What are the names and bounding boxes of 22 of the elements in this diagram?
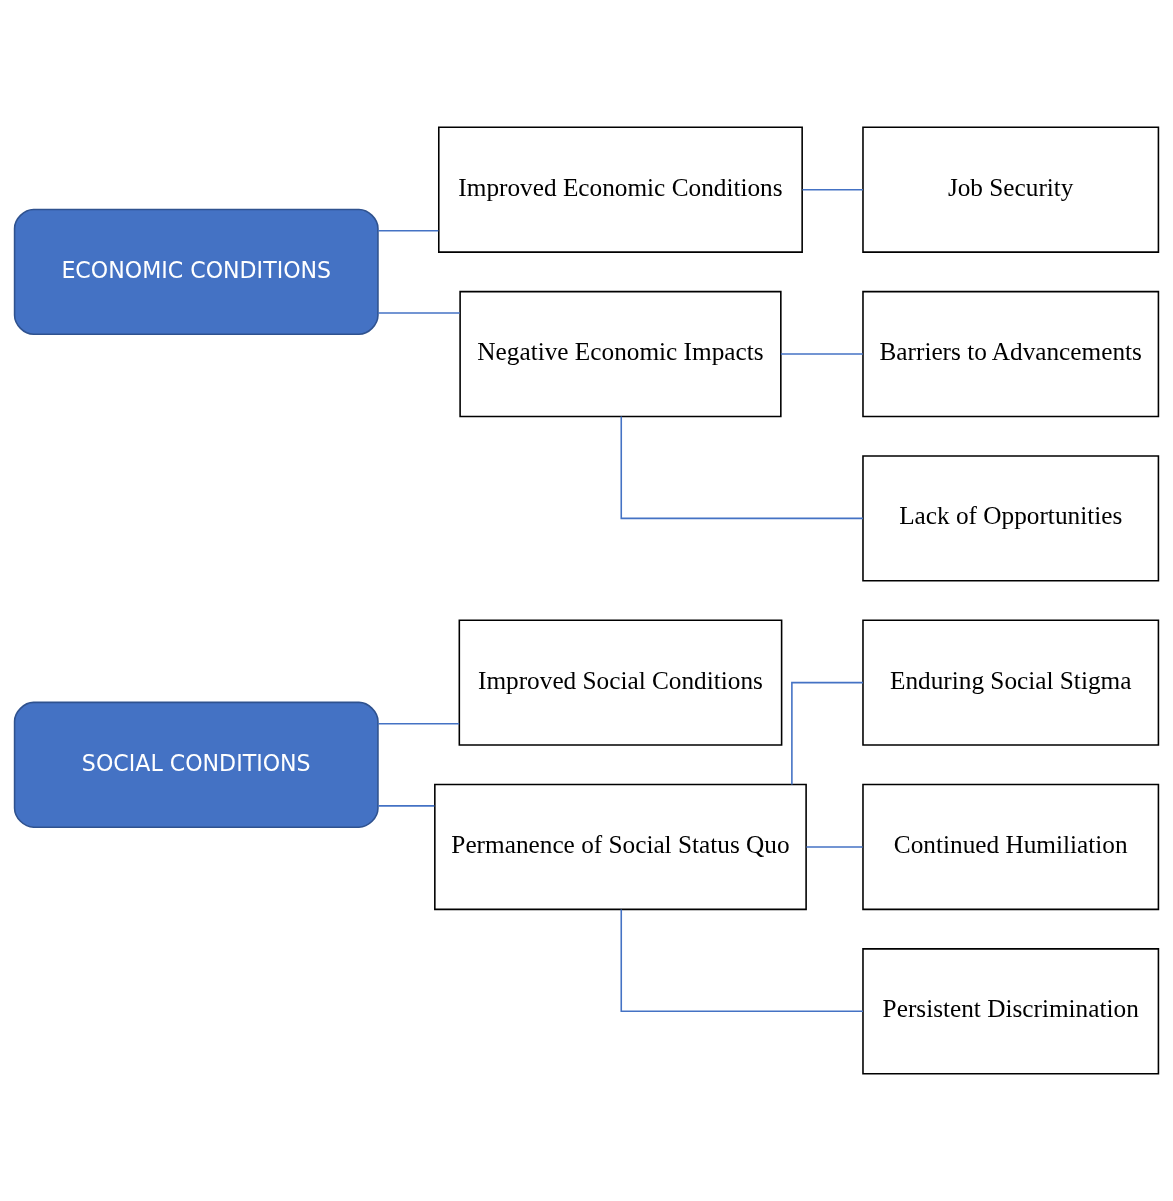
node-box: Continued Humiliation — [862, 783, 1160, 911]
connector — [377, 722, 460, 725]
node-box: Negative Economic Impacts — [459, 290, 782, 418]
node-box: Lack of Opportunities — [862, 455, 1160, 582]
node-box: Job Security — [862, 126, 1160, 253]
connector — [620, 908, 864, 1013]
node-box: Improved Economic Conditions — [438, 126, 803, 253]
node-box: Improved Social Conditions — [458, 619, 783, 746]
connector — [377, 230, 440, 232]
node-box: Persistent Discrimination — [862, 948, 1160, 1075]
node-box: Enduring Social Stigma — [862, 619, 1160, 746]
connector — [780, 353, 864, 355]
node-box: SOCIAL CONDITIONS — [13, 701, 379, 828]
node-box: ECONOMIC CONDITIONS — [13, 208, 379, 336]
node-box: Permanence of Social Status Quo — [434, 783, 807, 911]
connector — [801, 188, 864, 191]
connector — [620, 415, 864, 520]
connector — [791, 681, 864, 786]
node-box: Barriers to Advancements — [862, 290, 1160, 418]
connector — [377, 805, 436, 807]
connector — [377, 312, 461, 314]
connector — [805, 846, 864, 848]
